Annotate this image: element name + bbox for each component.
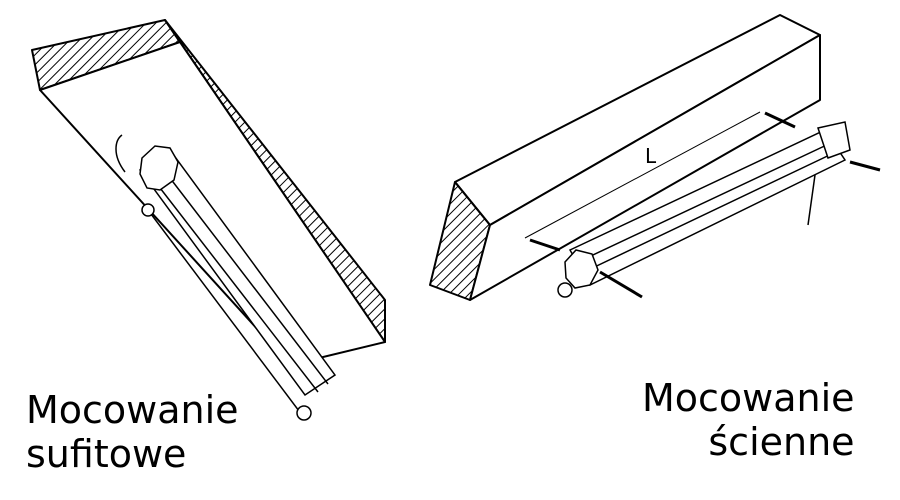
- ceiling-mount-caption-line1: Mocowanie: [26, 388, 239, 432]
- wall-screen-tube: [529, 111, 881, 299]
- dimension-line: [524, 111, 761, 239]
- ceiling-mount-caption-line2: sufitowe: [26, 432, 187, 476]
- wall-block: [429, 14, 821, 301]
- wall-mount-caption-line1: Mocowanie: [642, 376, 855, 420]
- ceiling-mount-caption: Mocowanie sufitowe: [26, 388, 239, 476]
- wall-mount-caption: Mocowanie ścienne: [642, 376, 855, 464]
- wall-mount-caption-line2: ścienne: [708, 420, 855, 464]
- ceiling-block: [31, 19, 386, 366]
- dimension-label: L: [645, 144, 657, 168]
- ceiling-screen-tube: [115, 134, 337, 421]
